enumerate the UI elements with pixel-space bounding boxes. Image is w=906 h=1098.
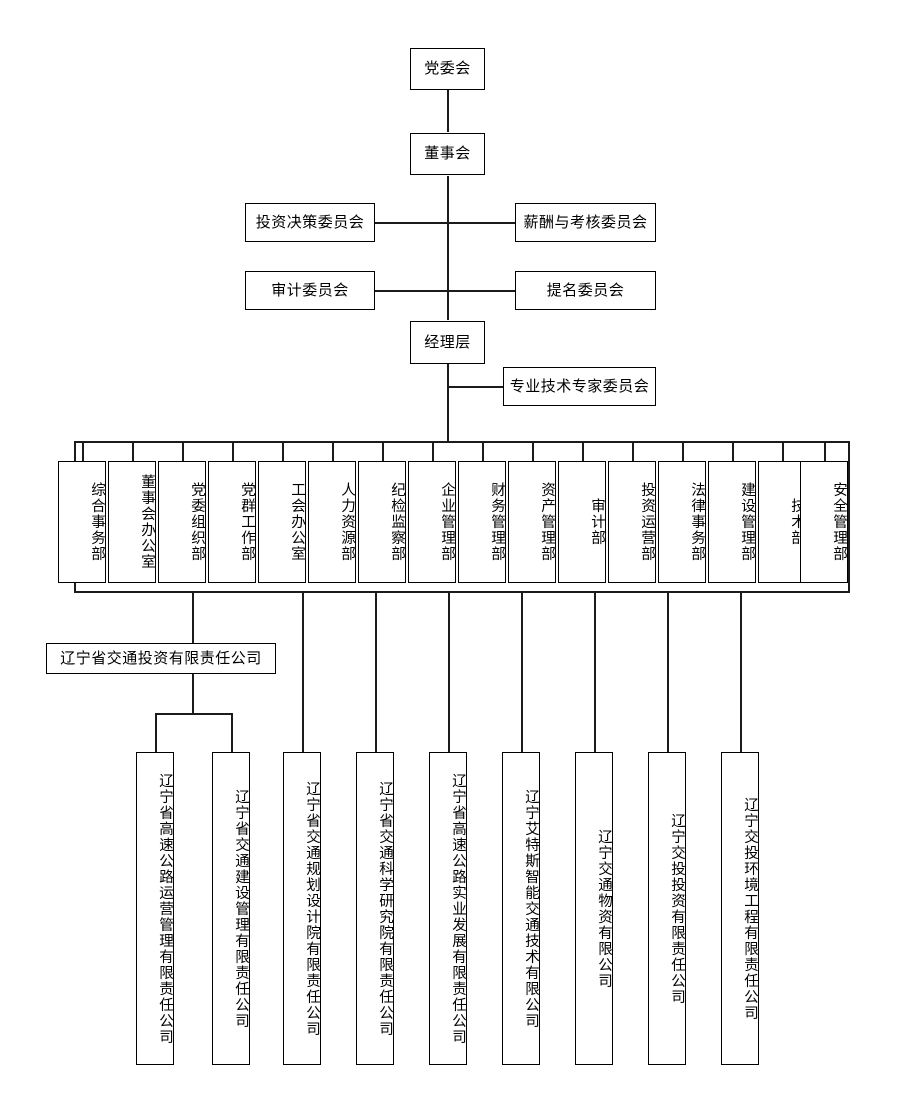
node-subsidiary-5[interactable]: 辽宁省高速公路实业发展有限责任公司 — [429, 752, 467, 1065]
subsidiary-bus — [74, 591, 850, 593]
node-subsidiary-4[interactable]: 辽宁省交通科学研究院有限责任公司 — [356, 752, 394, 1065]
node-holding-company[interactable]: 辽宁省交通投资有限责任公司 — [46, 643, 276, 674]
connector-board-to-management — [447, 176, 449, 320]
node-subsidiary-9[interactable]: 辽宁交投环境工程有限责任公司 — [721, 752, 759, 1065]
node-subsidiary-3[interactable]: 辽宁省交通规划设计院有限责任公司 — [283, 752, 321, 1065]
node-subsidiary-1[interactable]: 辽宁省高速公路运营管理有限责任公司 — [136, 752, 174, 1065]
node-board-of-directors[interactable]: 董事会 — [410, 133, 485, 175]
node-department-2[interactable]: 董事会办公室 — [108, 461, 156, 583]
node-department-15[interactable]: 技术部 — [758, 461, 806, 583]
dept-stub-8 — [432, 441, 434, 461]
node-department-16[interactable]: 安全管理部 — [800, 461, 848, 583]
dept-stub-10 — [532, 441, 534, 461]
node-department-11[interactable]: 审计部 — [558, 461, 606, 583]
dept-stub-13 — [682, 441, 684, 461]
node-department-9[interactable]: 财务管理部 — [458, 461, 506, 583]
node-audit-committee[interactable]: 审计委员会 — [245, 271, 375, 310]
connector-bus-to-sub-9 — [740, 591, 742, 752]
dept-stub-7 — [382, 441, 384, 461]
connector-bus-to-sub-6 — [521, 591, 523, 752]
department-bus — [74, 441, 850, 443]
connector-management-to-departments — [447, 364, 449, 442]
connector-bus-to-sub-8 — [667, 591, 669, 752]
node-party-committee[interactable]: 党委会 — [410, 48, 485, 90]
dept-stub-3 — [182, 441, 184, 461]
dept-stub-1 — [82, 441, 84, 461]
node-nomination-committee[interactable]: 提名委员会 — [515, 271, 656, 310]
dept-stub-4 — [232, 441, 234, 461]
node-department-12[interactable]: 投资运营部 — [608, 461, 656, 583]
dept-stub-14 — [732, 441, 734, 461]
dept-stub-12 — [632, 441, 634, 461]
connector-holding-to-bracket — [192, 674, 194, 714]
dept-stub-15 — [782, 441, 784, 461]
dept-stub-11 — [582, 441, 584, 461]
connector-bus-to-sub-4 — [375, 591, 377, 752]
node-department-1[interactable]: 综合事务部 — [58, 461, 106, 583]
connector-bus-to-sub-5 — [448, 591, 450, 752]
connector-bracket-to-sub-2 — [231, 713, 233, 752]
connector-party-to-board — [447, 90, 449, 132]
dept-stub-5 — [282, 441, 284, 461]
connector-bus-to-sub-7 — [594, 591, 596, 752]
dept-stub-6 — [332, 441, 334, 461]
dept-stub-2 — [132, 441, 134, 461]
connector-bracket-to-sub-1 — [155, 713, 157, 752]
node-department-5[interactable]: 工会办公室 — [258, 461, 306, 583]
node-investment-decision-committee[interactable]: 投资决策委员会 — [245, 203, 375, 242]
connector-bus-to-holding — [192, 591, 194, 643]
node-department-6[interactable]: 人力资源部 — [308, 461, 356, 583]
node-subsidiary-2[interactable]: 辽宁省交通建设管理有限责任公司 — [212, 752, 250, 1065]
node-department-14[interactable]: 建设管理部 — [708, 461, 756, 583]
node-department-3[interactable]: 党委组织部 — [158, 461, 206, 583]
node-department-8[interactable]: 企业管理部 — [408, 461, 456, 583]
node-department-10[interactable]: 资产管理部 — [508, 461, 556, 583]
node-department-13[interactable]: 法律事务部 — [658, 461, 706, 583]
node-remuneration-appraisal-committee[interactable]: 薪酬与考核委员会 — [515, 203, 656, 242]
node-management-layer[interactable]: 经理层 — [410, 321, 485, 364]
department-frame-right — [848, 441, 850, 593]
node-department-4[interactable]: 党群工作部 — [208, 461, 256, 583]
connector-committee-row-2 — [375, 290, 515, 292]
node-subsidiary-8[interactable]: 辽宁交投投资有限责任公司 — [648, 752, 686, 1065]
node-department-7[interactable]: 纪检监察部 — [358, 461, 406, 583]
node-subsidiary-7[interactable]: 辽宁交通物资有限公司 — [575, 752, 613, 1065]
dept-stub-9 — [482, 441, 484, 461]
connector-committee-row-1 — [375, 222, 515, 224]
node-subsidiary-6[interactable]: 辽宁艾特斯智能交通技术有限公司 — [502, 752, 540, 1065]
node-technical-expert-committee[interactable]: 专业技术专家委员会 — [503, 367, 656, 406]
connector-management-to-expert-committee — [447, 386, 505, 388]
holding-sub-bracket — [155, 713, 233, 715]
connector-bus-to-sub-3 — [302, 591, 304, 752]
dept-stub-16 — [824, 441, 826, 461]
